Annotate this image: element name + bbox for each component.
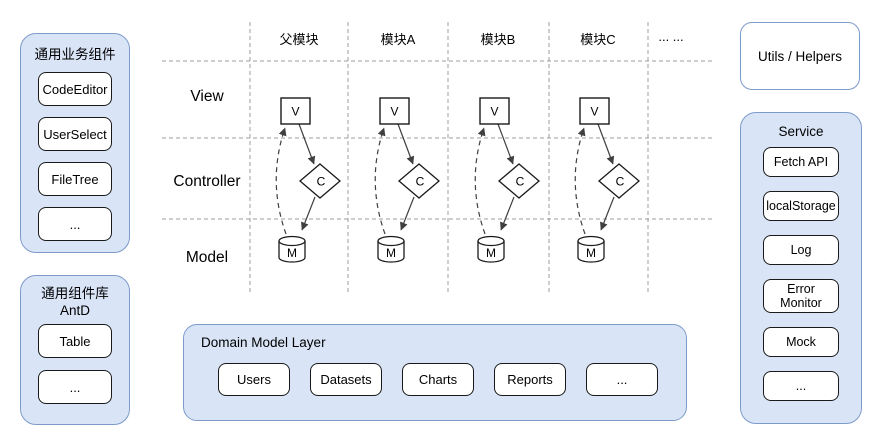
panel-domain-items: Users Datasets Charts Reports...	[218, 363, 658, 396]
arrow-model-to-view-dashed	[374, 127, 386, 235]
model-node-label: M	[287, 246, 297, 260]
box-filetree: FileTree	[38, 162, 112, 196]
panel-service-title: Service	[778, 124, 824, 139]
box-fetch-api: Fetch API	[763, 147, 839, 177]
controller-node-diamond	[497, 163, 541, 199]
box-ellipsis: ...	[763, 371, 839, 401]
view-node-box	[280, 97, 311, 125]
box-table: Table	[38, 324, 112, 358]
model-node-label: M	[586, 246, 596, 260]
controller-node-label: C	[317, 175, 326, 189]
row-label-model: Model	[185, 249, 229, 266]
row-label-controller: Controller	[173, 173, 241, 190]
model-node-cylinder-top	[577, 235, 605, 247]
arrow-view-to-controller	[597, 123, 615, 165]
view-node-label: V	[390, 105, 398, 119]
panel-domain-model-layer: Domain Model Layer Users Datasets Charts Re…	[183, 324, 687, 421]
panel-component-library: 通用组件库 AntD Table...	[20, 275, 130, 425]
model-node-cylinder-body	[377, 241, 405, 263]
box-codeeditor: CodeEditor	[38, 72, 112, 106]
arrow-controller-to-model	[600, 196, 615, 231]
arrow-controller-to-model	[301, 196, 316, 231]
model-node-cylinder-top	[477, 235, 505, 247]
controller-node-label: C	[416, 175, 425, 189]
box-ellipsis: ...	[586, 363, 658, 396]
view-node-box	[479, 97, 510, 125]
box-ellipsis: ...	[38, 370, 112, 404]
panel-library-title-line1: 通用组件库	[41, 286, 109, 301]
model-node-cylinder-body	[278, 241, 306, 263]
box-charts: Charts	[402, 363, 474, 396]
view-node-label: V	[490, 105, 498, 119]
arrow-model-to-view-dashed	[474, 127, 486, 235]
panel-library-title-line2: AntD	[59, 303, 90, 318]
panel-domain-title: Domain Model Layer	[201, 335, 326, 350]
column-header-模块c: 模块C	[580, 32, 616, 47]
box-datasets: Datasets	[310, 363, 382, 396]
box-mock: Mock	[763, 327, 839, 357]
utils-helpers-box: Utils / Helpers	[740, 22, 860, 90]
model-node-cylinder-top	[377, 235, 405, 247]
view-node-label: V	[291, 105, 299, 119]
arrow-model-to-view-dashed	[574, 127, 586, 235]
arrow-view-to-controller	[497, 123, 515, 165]
box-userselect: UserSelect	[38, 117, 112, 151]
view-node-label: V	[590, 105, 598, 119]
box-users: Users	[218, 363, 290, 396]
arrow-model-to-view-dashed	[275, 127, 287, 235]
controller-node-diamond	[597, 163, 641, 199]
view-node-box	[379, 97, 410, 125]
box-error-monitor: Error Monitor	[763, 279, 839, 313]
panel-business-title: 通用业务组件	[34, 47, 116, 62]
model-node-cylinder-body	[577, 241, 605, 263]
arrow-controller-to-model	[400, 196, 415, 231]
box-localstorage: localStorage	[763, 191, 839, 221]
view-node-box	[579, 97, 610, 125]
model-node-cylinder-top	[278, 235, 306, 247]
controller-node-label: C	[616, 175, 625, 189]
column-header-模块a: 模块A	[380, 32, 416, 47]
arrow-controller-to-model	[500, 196, 515, 231]
controller-node-diamond	[397, 163, 441, 199]
arrow-view-to-controller	[397, 123, 415, 165]
column-header-父模块: 父模块	[279, 32, 319, 47]
box-log: Log	[763, 235, 839, 265]
column-header-模块b: 模块B	[480, 32, 516, 47]
model-node-label: M	[486, 246, 496, 260]
model-node-cylinder-body	[477, 241, 505, 263]
box-reports: Reports	[494, 363, 566, 396]
controller-node-label: C	[516, 175, 525, 189]
row-label-view: View	[190, 88, 224, 105]
panel-library-items: Table...	[38, 324, 112, 404]
model-node-label: M	[386, 246, 396, 260]
controller-node-diamond	[298, 163, 342, 199]
arrow-view-to-controller	[298, 123, 316, 165]
box-ellipsis: ...	[38, 207, 112, 241]
column-header-ellipsis: ... ...	[658, 29, 684, 44]
